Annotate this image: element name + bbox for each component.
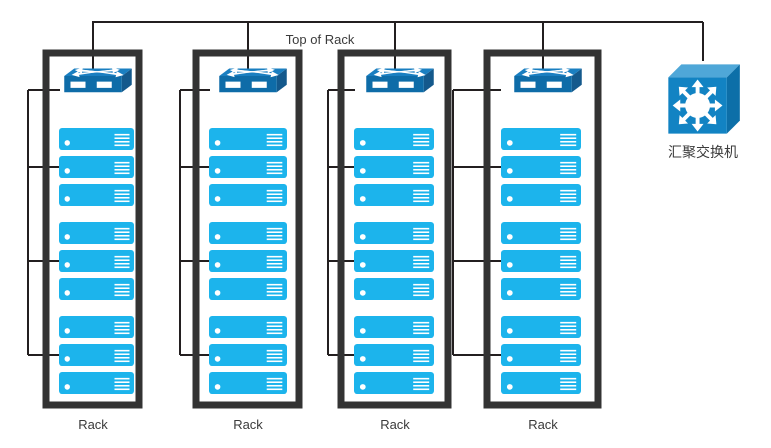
top-of-rack-switch-icon[interactable] [219,67,287,93]
server-unit[interactable] [501,278,581,300]
server-unit[interactable] [354,316,434,338]
server-unit[interactable] [209,184,287,206]
rack-enclosure-outline [337,49,452,409]
server-unit[interactable] [354,344,434,366]
server-unit[interactable] [59,184,134,206]
server-unit[interactable] [354,372,434,394]
top-of-rack-switch-icon[interactable] [366,67,434,93]
server-unit[interactable] [501,184,581,206]
server-unit[interactable] [354,222,434,244]
rack-4-label: Rack [528,417,558,432]
rack-3-label: Rack [380,417,410,432]
server-unit[interactable] [59,344,134,366]
server-unit[interactable] [209,344,287,366]
aggregation-switch-icon[interactable] [668,64,740,134]
top-of-rack-switch-icon[interactable] [514,67,582,93]
rack-1-frame[interactable] [42,49,143,409]
rack-enclosure-outline [483,49,602,409]
server-unit[interactable] [354,184,434,206]
top-of-rack-backbone [92,21,704,92]
server-unit[interactable] [59,250,134,272]
server-unit[interactable] [354,278,434,300]
rack-enclosure-outline [192,49,303,409]
aggregation-switch-label: 汇聚交换机 [668,145,738,161]
server-unit[interactable] [501,316,581,338]
server-unit[interactable] [59,222,134,244]
server-unit[interactable] [59,372,134,394]
rack-2-frame[interactable] [192,49,303,409]
rack-2-label: Rack [233,417,263,432]
rack-1-label: Rack [78,417,108,432]
server-unit[interactable] [209,222,287,244]
top-of-rack-switch-icon[interactable] [64,67,132,93]
server-unit[interactable] [209,278,287,300]
rack-enclosure-outline [42,49,143,409]
rack-3-frame[interactable] [337,49,452,409]
server-unit[interactable] [501,222,581,244]
top-of-rack-title: Top of Rack [285,32,355,47]
server-unit[interactable] [59,278,134,300]
server-unit[interactable] [501,250,581,272]
server-unit[interactable] [59,316,134,338]
rack-4-frame[interactable] [483,49,602,409]
server-unit[interactable] [209,250,287,272]
server-unit[interactable] [501,372,581,394]
server-unit[interactable] [354,250,434,272]
server-unit[interactable] [501,344,581,366]
server-unit[interactable] [209,372,287,394]
server-unit[interactable] [209,316,287,338]
